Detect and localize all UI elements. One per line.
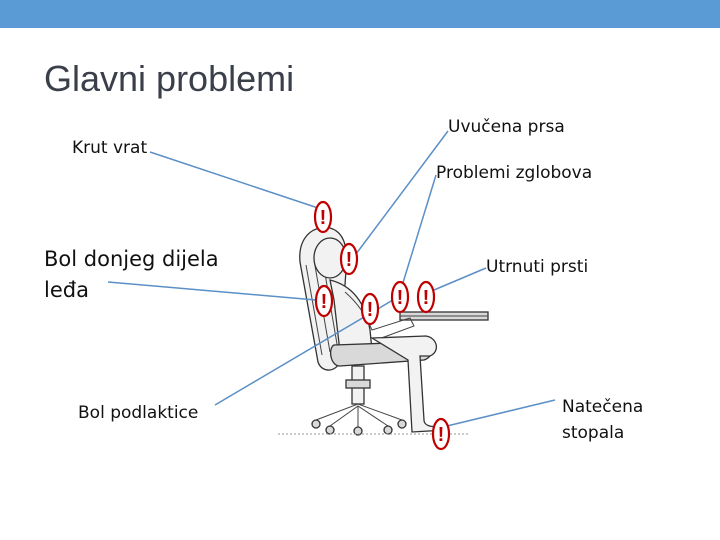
label-bol-podlaktice: Bol podlaktice (78, 403, 199, 423)
wheel (325, 425, 335, 435)
svg-text:!: ! (321, 291, 328, 313)
leader-problemi-zglobova (401, 174, 437, 287)
leader-uvucena-prsa (355, 130, 449, 255)
leader-krut-vrat (149, 151, 319, 209)
leader-bol-donjeg-dijela (107, 281, 317, 301)
wheel (383, 425, 393, 435)
label-natecena-line2: stopala (562, 423, 625, 443)
chair-base-spokes (315, 403, 403, 428)
chair-post-mechanism (345, 379, 371, 389)
svg-text:!: ! (367, 299, 374, 321)
svg-text:!: ! (397, 287, 404, 309)
label-problemi-zglobova: Problemi zglobova (436, 163, 593, 183)
leader-natecena-stopala (446, 399, 556, 427)
slide-title: Glavni problemi (44, 58, 295, 99)
wheel (397, 419, 407, 429)
warning-marker-wrist: ! (390, 280, 410, 314)
warning-marker-neck: ! (313, 200, 333, 234)
svg-text:!: ! (320, 207, 327, 229)
svg-text:!: ! (438, 424, 445, 446)
leader-utrnuti-prsti (433, 267, 487, 291)
label-bol-donjeg-line1: Bol donjeg dijela (44, 247, 219, 271)
label-utrnuti-prsti: Utrnuti prsti (486, 257, 589, 277)
svg-text:!: ! (346, 249, 353, 271)
label-natecena-stopala: Natečena stopala (562, 394, 643, 446)
warning-marker-feet: ! (431, 417, 451, 451)
warning-marker-lower-back: ! (314, 284, 334, 318)
label-bol-donjeg-dijela-leda: Bol donjeg dijela leđa (44, 244, 219, 306)
wheel (311, 419, 321, 429)
svg-text:!: ! (423, 287, 430, 309)
warning-marker-fingers: ! (416, 280, 436, 314)
label-uvucena-prsa: Uvučena prsa (448, 117, 565, 137)
top-accent-bar (0, 0, 720, 28)
warning-markers: ! ! ! ! ! ! ! (313, 200, 451, 451)
wheel (353, 426, 363, 436)
label-bol-donjeg-line2: leđa (44, 278, 89, 302)
label-natecena-line1: Natečena (562, 397, 644, 417)
warning-marker-forearm: ! (360, 292, 380, 326)
label-krut-vrat: Krut vrat (72, 138, 148, 158)
seated-person-illustration (278, 227, 489, 436)
warning-marker-chest: ! (339, 242, 359, 276)
